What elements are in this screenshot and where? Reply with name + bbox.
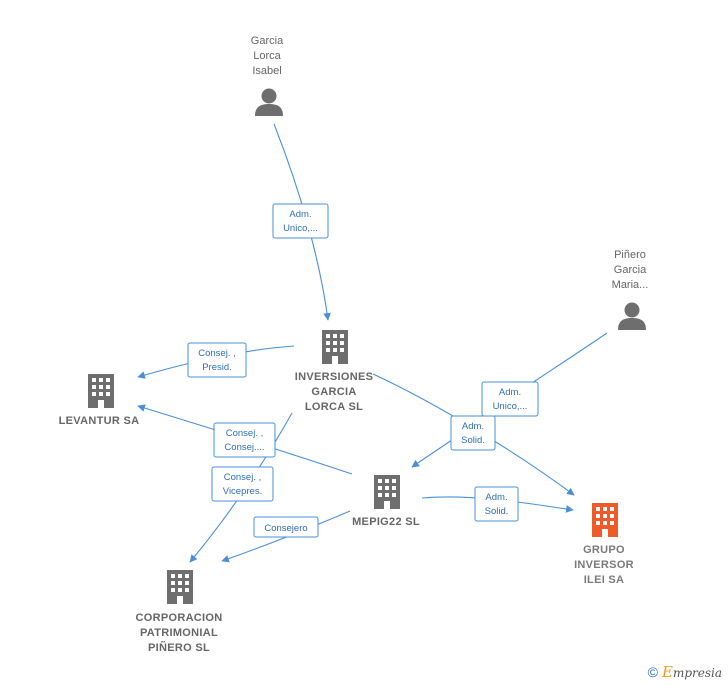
node-grupo-inversor-ilei[interactable]: GRUPO INVERSOR ILEI SA (574, 503, 634, 586)
building-icon (322, 330, 348, 364)
node-levantur[interactable]: LEVANTUR SA (59, 374, 140, 427)
node-label-line-1: GRUPO (583, 544, 625, 556)
node-label-line-3: PIÑERO SL (148, 641, 210, 654)
edge-label-line-2: Consej.... (224, 442, 264, 453)
building-icon (374, 475, 400, 509)
node-label-line-2: GARCIA (311, 386, 356, 398)
edge-label-line-2: Presid. (202, 362, 232, 373)
edge-label-line-2: Unico,... (493, 401, 528, 412)
node-mepig22[interactable]: MEPIG22 SL (352, 475, 420, 528)
edge-label-line-1: Adm. (485, 492, 507, 503)
node-garcia-lorca-isabel[interactable]: Garcia Lorca Isabel (251, 35, 284, 116)
node-label-line-1: Garcia (251, 35, 284, 47)
brand-initial: E (661, 663, 673, 681)
edge-label-line-2: Solid. (485, 506, 509, 517)
node-label-line-1: INVERSIONES (295, 371, 374, 383)
node-inversiones-garcia-lorca[interactable]: INVERSIONES GARCIA LORCA SL (295, 330, 374, 413)
building-icon (592, 503, 618, 537)
node-label-line-3: Maria... (612, 279, 649, 291)
node-label-line-3: ILEI SA (584, 574, 625, 586)
edge-label-pinero-to-grupo[interactable]: Adm. Unico,... (481, 381, 539, 417)
edge-label-line-2: Unico,... (283, 223, 318, 234)
building-icon (88, 374, 114, 408)
edge-label-garcia-to-inversiones[interactable]: Adm. Unico,... (272, 203, 329, 239)
edge-label-line-1: Consej. , (224, 472, 262, 483)
node-label-line-1: MEPIG22 SL (352, 516, 420, 528)
node-label-line-2: Lorca (253, 50, 281, 62)
edge-label-line-2: Solid. (461, 435, 485, 446)
edge-label-line-1: Consej. , (198, 348, 236, 359)
node-label-line-1: LEVANTUR SA (59, 415, 140, 427)
node-label-line-3: LORCA SL (305, 401, 363, 413)
person-icon (618, 302, 646, 330)
edge-label-mepig-to-grupo[interactable]: Adm. Solid. (474, 486, 519, 522)
node-label-line-2: Garcia (614, 264, 647, 276)
edge-label-mepig-to-corporacion[interactable]: Consejero (253, 516, 319, 538)
brand-name: mpresia (672, 666, 722, 680)
edge-label-line-1: Consej. , (226, 428, 264, 439)
edge-label-line-1: Adm. (289, 209, 311, 220)
edge-label-line-1: Adm. (462, 421, 484, 432)
person-icon (255, 88, 283, 116)
node-label-line-1: Piñero (614, 249, 646, 261)
edge-label-inversiones-to-levantur[interactable]: Consej. , Presid. (187, 342, 247, 378)
node-label-line-3: Isabel (252, 65, 281, 77)
edge-label-line-1: Adm. (499, 387, 521, 398)
edge-label-line-2: Vicepres. (223, 486, 262, 497)
edge-label-line-1: Consejero (264, 523, 307, 534)
copyright-icon: © (647, 664, 658, 680)
node-pinero-garcia-maria[interactable]: Piñero Garcia Maria... (612, 249, 649, 330)
edge-label-mepig-to-levantur[interactable]: Consej. , Consej.... (213, 422, 276, 458)
building-icon (167, 570, 193, 604)
edge-label-pinero-to-mepig[interactable]: Adm. Solid. (450, 415, 496, 451)
node-corporacion-patrimonial-pinero[interactable]: CORPORACION PATRIMONIAL PIÑERO SL (135, 570, 222, 654)
footer-brand[interactable]: ©Empresia (648, 663, 722, 681)
edge-label-inversiones-to-corporacion[interactable]: Consej. , Vicepres. (211, 466, 274, 502)
node-label-line-1: CORPORACION (135, 612, 222, 624)
node-label-line-2: INVERSOR (574, 559, 634, 571)
node-label-line-2: PATRIMONIAL (140, 627, 218, 639)
